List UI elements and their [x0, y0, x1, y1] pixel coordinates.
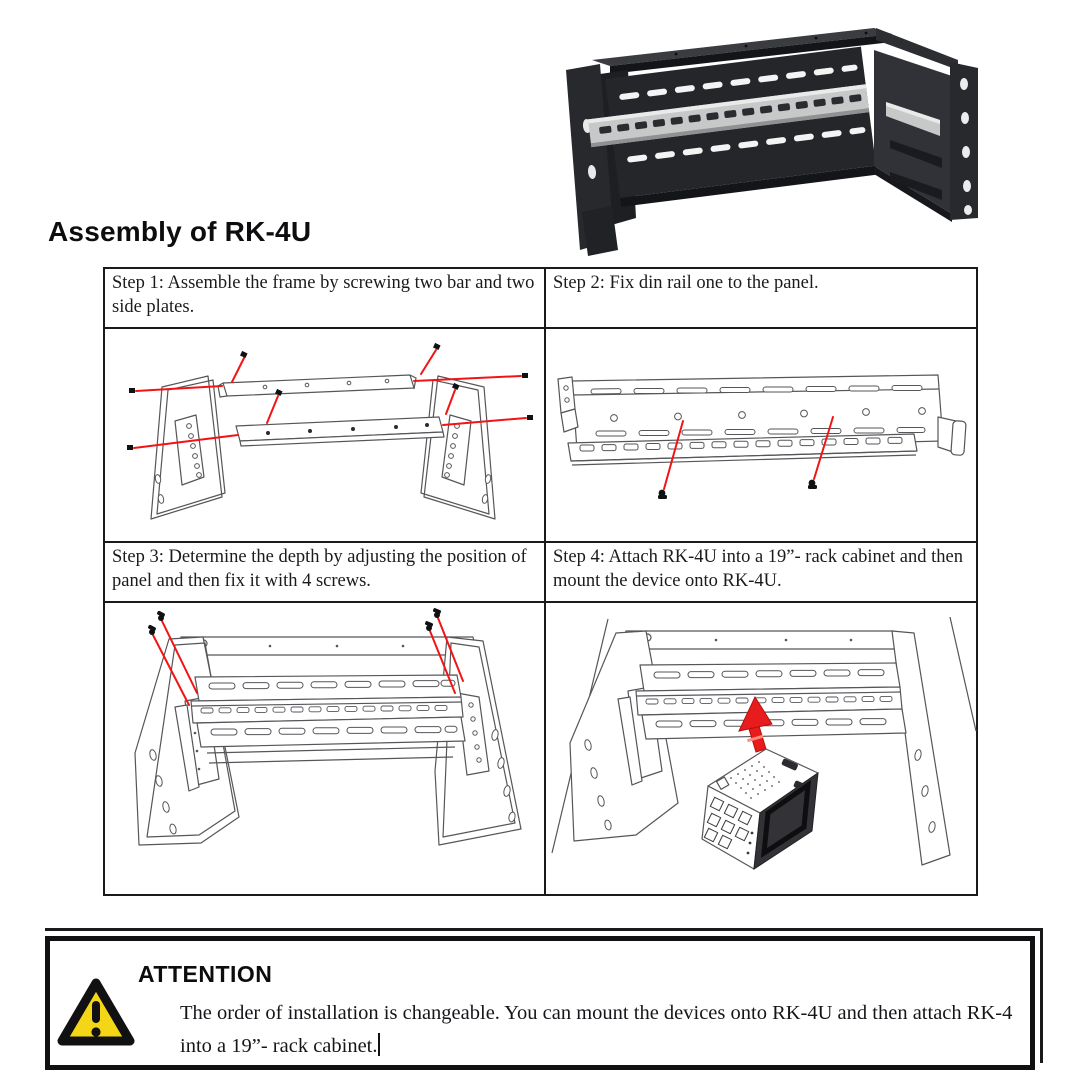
step-3-figure	[103, 601, 546, 896]
screws	[127, 342, 533, 450]
step-1-illustration	[127, 342, 533, 520]
step-figure-row-1	[103, 327, 978, 543]
step-4-figure	[544, 601, 978, 896]
din-rail-slots	[645, 695, 893, 705]
step-1-figure	[103, 327, 546, 543]
din-rail-device	[701, 748, 819, 870]
attention-body[interactable]: The order of installation is changeable.…	[180, 997, 1042, 1063]
attention-body-text: The order of installation is changeable.…	[180, 1002, 1013, 1058]
screws	[148, 608, 442, 635]
step-figure-row-2	[103, 601, 978, 896]
step-4-label: Step 4: Attach RK-4U into a 19”- rack ca…	[544, 541, 978, 603]
attention-heading: ATTENTION	[138, 961, 273, 987]
step-label-row-2: Step 3: Determine the depth by adjusting…	[103, 541, 978, 603]
text-cursor	[377, 1033, 380, 1057]
screws	[658, 479, 817, 499]
step-2-figure	[544, 327, 978, 543]
rack-kit-photo-graphic	[566, 28, 978, 256]
din-rail-slots	[579, 436, 903, 452]
step-2-illustration	[557, 374, 967, 499]
step-label-row-1: Step 1: Assemble the frame by screwing t…	[103, 267, 978, 329]
warning-triangle-icon	[57, 978, 135, 1046]
step-1-label: Step 1: Assemble the frame by screwing t…	[103, 267, 546, 329]
step-3-label: Step 3: Determine the depth by adjusting…	[103, 541, 546, 603]
step-3-illustration	[134, 608, 522, 846]
step-2-label: Step 2: Fix din rail one to the panel.	[544, 267, 978, 329]
screw-lines	[663, 416, 834, 490]
attention-box: ATTENTION The order of installation is c…	[45, 928, 1043, 1070]
screw-lines	[133, 349, 527, 449]
step-4-illustration	[551, 616, 977, 870]
page-title: Assembly of RK-4U	[48, 216, 312, 247]
assembly-steps-table: Step 1: Assemble the frame by screwing t…	[103, 267, 978, 896]
product-photo-rk4u	[556, 16, 982, 256]
screw-lines	[152, 617, 464, 706]
